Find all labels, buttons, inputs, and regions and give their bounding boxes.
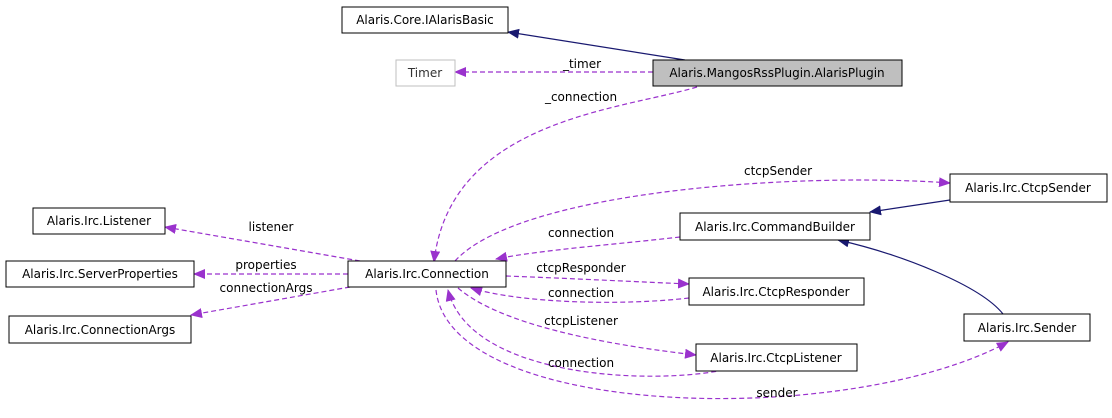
edge-use-ctcpListener <box>457 287 697 359</box>
node-timer-label: Timer <box>407 66 442 80</box>
node-alarisplugin[interactable]: Alaris.MangosRssPlugin.AlarisPlugin <box>652 59 903 87</box>
node-sender[interactable]: Alaris.Irc.Sender <box>963 313 1091 342</box>
node-ialarisbasic-label: Alaris.Core.IAlarisBasic <box>356 13 494 27</box>
node-commandbuilder[interactable]: Alaris.Irc.CommandBuilder <box>679 212 871 241</box>
edge-label-listener-connection: connection <box>548 356 614 370</box>
node-ctcpsender[interactable]: Alaris.Irc.CtcpSender <box>949 173 1108 203</box>
edge-label-connectionArgs: connectionArgs <box>220 281 313 295</box>
edge-use-ctcpResponder <box>505 275 690 289</box>
node-ctcplistener[interactable]: Alaris.Irc.CtcpListener <box>695 343 858 372</box>
edge-use-plugin-connection <box>430 86 698 263</box>
edge-label-listener: listener <box>249 220 294 234</box>
edge-label-builder-connection: connection <box>548 226 614 240</box>
node-connectionargs[interactable]: Alaris.Irc.ConnectionArgs <box>8 315 192 344</box>
edge-label-ctcpListener: ctcpListener <box>544 314 618 328</box>
node-commandbuilder-label: Alaris.Irc.CommandBuilder <box>695 220 855 234</box>
node-connectionargs-label: Alaris.Irc.ConnectionArgs <box>25 323 176 337</box>
node-ctcpresponder-label: Alaris.Irc.CtcpResponder <box>702 285 849 299</box>
edge-label-ctcpResponder: ctcpResponder <box>536 261 626 275</box>
edge-use-builder-connection <box>495 236 681 262</box>
node-ctcpresponder[interactable]: Alaris.Irc.CtcpResponder <box>688 277 865 306</box>
edge-label-ctcpSender: ctcpSender <box>744 164 812 178</box>
edge-label-properties: properties <box>235 258 296 272</box>
edge-use-sender <box>435 289 1009 400</box>
edge-inherit-commandBuilder <box>869 199 951 216</box>
edge-use-listener <box>164 223 361 262</box>
edge-use-listener-connection <box>445 289 725 377</box>
edge-inherit-sender <box>837 237 1004 315</box>
node-ctcplistener-label: Alaris.Irc.CtcpListener <box>710 351 841 365</box>
edge-inherit-iAlarisBasic <box>507 28 686 61</box>
node-sender-label: Alaris.Irc.Sender <box>978 321 1076 335</box>
node-timer[interactable]: Timer <box>395 59 456 87</box>
edge-use-ctcpSender <box>454 177 951 262</box>
node-connection[interactable]: Alaris.Irc.Connection <box>347 260 507 288</box>
node-ctcpsender-label: Alaris.Irc.CtcpSender <box>965 181 1091 195</box>
node-connection-label: Alaris.Irc.Connection <box>365 267 489 281</box>
node-ialarisbasic[interactable]: Alaris.Core.IAlarisBasic <box>341 6 509 34</box>
node-serverproperties[interactable]: Alaris.Irc.ServerProperties <box>5 260 195 288</box>
edge-label-responder-connection: connection <box>548 286 614 300</box>
edge-use-connectionArgs <box>190 286 351 319</box>
edge-label-sender: sender <box>756 386 797 400</box>
edge-label-timer: _timer <box>562 57 601 71</box>
node-alarisplugin-label: Alaris.MangosRssPlugin.AlarisPlugin <box>669 66 884 80</box>
node-listener-label: Alaris.Irc.Listener <box>47 214 151 228</box>
node-serverproperties-label: Alaris.Irc.ServerProperties <box>22 267 178 281</box>
node-listener[interactable]: Alaris.Irc.Listener <box>32 207 166 235</box>
edge-use-responder-connection <box>470 286 690 303</box>
edge-label-plugin-connection: _connection <box>544 90 617 104</box>
